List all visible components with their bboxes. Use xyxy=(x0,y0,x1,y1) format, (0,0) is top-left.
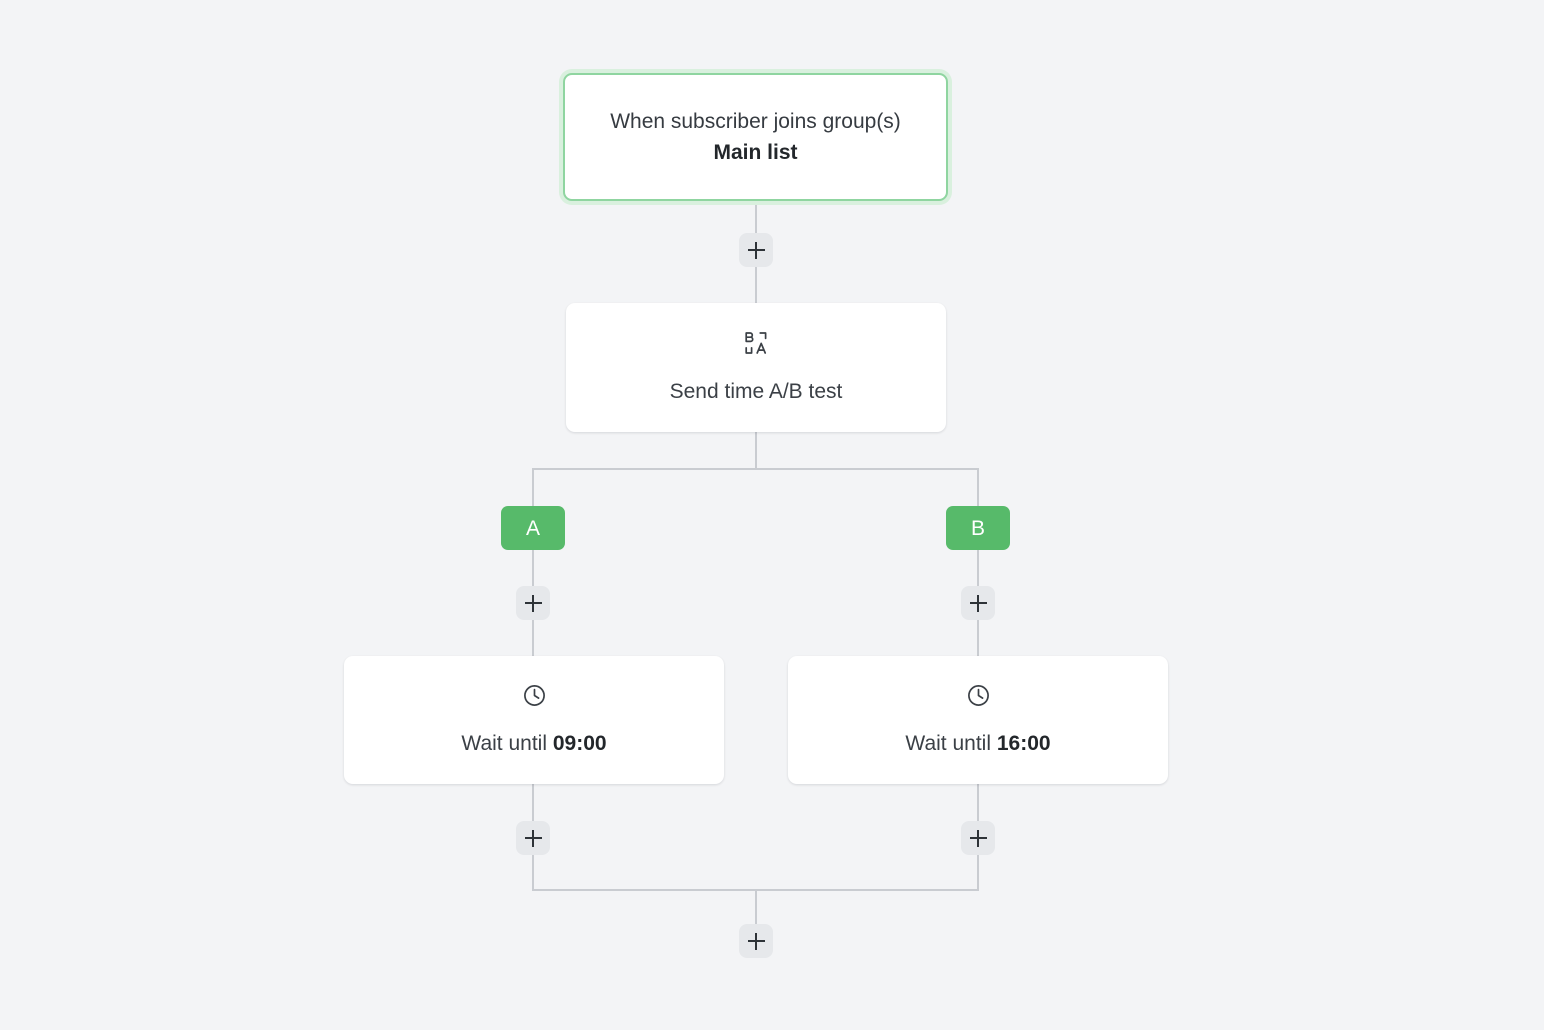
wait-a-label: Wait until 09:00 xyxy=(461,731,606,757)
add-step-button-branch-a-bottom[interactable] xyxy=(516,821,550,855)
branch-badge-a-label: A xyxy=(525,516,540,540)
trigger-label: When subscriber joins group(s) Main list xyxy=(565,106,946,168)
connector-branch-a-down xyxy=(532,468,534,658)
wait-a-label-prefix: Wait until xyxy=(461,732,553,755)
node-ab-test[interactable]: Send time A/B test xyxy=(566,303,946,432)
add-step-button-branch-b-bottom[interactable] xyxy=(961,821,995,855)
connector-merge-to-add xyxy=(755,889,757,931)
node-wait-b[interactable]: Wait until 16:00 xyxy=(788,656,1168,784)
add-step-button-branch-b-top[interactable] xyxy=(961,586,995,620)
wait-a-label-time: 09:00 xyxy=(552,732,607,755)
wait-b-label-prefix: Wait until xyxy=(905,732,997,755)
node-trigger[interactable]: When subscriber joins group(s) Main list xyxy=(563,73,948,201)
branch-badge-b-label: B xyxy=(970,516,985,540)
connector-split-bar xyxy=(533,468,979,470)
clock-icon xyxy=(966,683,991,713)
wait-b-label: Wait until 16:00 xyxy=(905,731,1050,757)
add-step-button-after-merge[interactable] xyxy=(739,924,773,958)
trigger-label-prefix: When subscriber joins group(s) xyxy=(610,110,901,133)
clock-icon xyxy=(522,683,547,713)
node-wait-a[interactable]: Wait until 09:00 xyxy=(344,656,724,784)
add-step-button-branch-a-top[interactable] xyxy=(516,586,550,620)
connector-abtest-to-split xyxy=(755,430,757,470)
branch-badge-a[interactable]: A xyxy=(501,506,565,550)
ab-split-test-icon xyxy=(743,330,769,361)
add-step-button-after-trigger[interactable] xyxy=(739,233,773,267)
trigger-label-group: Main list xyxy=(713,141,798,164)
connector-branch-b-down xyxy=(977,468,979,658)
wait-b-label-time: 16:00 xyxy=(996,732,1051,755)
ab-test-label: Send time A/B test xyxy=(669,380,843,403)
branch-badge-b[interactable]: B xyxy=(946,506,1010,550)
